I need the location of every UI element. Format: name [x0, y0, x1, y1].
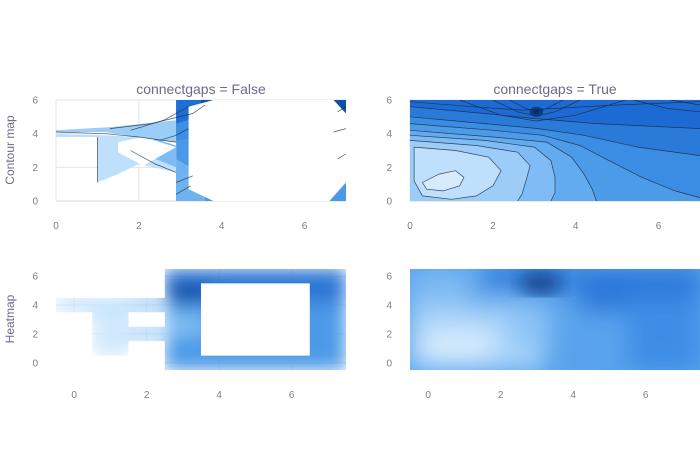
heatmap-cell [628, 298, 700, 370]
gap-region [56, 312, 92, 370]
x-tick-label: 0 [425, 390, 431, 401]
heatmap-cell [415, 329, 499, 361]
y-tick-label: 6 [386, 272, 392, 283]
heatmap-cell [506, 310, 554, 346]
heatmap-plot-connectgaps-false: 0 2 4 6 0 2 4 6 [32, 269, 346, 401]
x-tick-label: 2 [136, 221, 142, 232]
y-tick-label: 6 [32, 272, 38, 283]
heatmap-cell [129, 327, 165, 341]
x-tick-label: 2 [144, 390, 150, 401]
subplot-title-contour-true: connectgaps = True [493, 81, 617, 97]
gap-region [201, 283, 310, 355]
contour-fill [410, 100, 700, 201]
y-tick-label: 0 [386, 358, 392, 369]
x-tick-label: 2 [498, 390, 504, 401]
heatmap-plot-connectgaps-true: 0 2 4 6 0 2 4 6 [386, 269, 700, 401]
x-tick-label: 6 [302, 221, 308, 232]
x-tick-label: 6 [643, 390, 649, 401]
heatmap-fill [56, 269, 346, 370]
y-tick-label: 6 [386, 96, 392, 107]
heatmap-fill [410, 269, 700, 370]
y-tick-label: 4 [32, 129, 38, 140]
gap-region [92, 356, 128, 370]
heatmap-cell [165, 314, 205, 337]
heatmap-blobs [519, 273, 563, 293]
x-tick-label: 4 [219, 221, 225, 232]
gap-region [129, 312, 165, 326]
x-tick-label: 2 [490, 221, 496, 232]
x-tick-label: 4 [570, 390, 576, 401]
contour-fill [56, 100, 346, 201]
row-label-heatmap: Heatmap [3, 294, 17, 343]
y-tick-label: 4 [32, 301, 38, 312]
x-tick-label: 0 [407, 221, 413, 232]
y-tick-label: 2 [32, 163, 38, 174]
x-tick-label: 4 [573, 221, 579, 232]
gap-region [189, 100, 346, 201]
gap-region [129, 341, 165, 370]
gap-region [56, 269, 165, 298]
x-tick-label: 6 [656, 221, 662, 232]
x-tick-label: 6 [289, 390, 295, 401]
heatmap-cell [92, 312, 128, 355]
y-tick-label: 0 [32, 197, 38, 208]
y-tick-label: 0 [32, 358, 38, 369]
y-tick-label: 4 [386, 301, 392, 312]
y-tick-label: 2 [386, 329, 392, 340]
contour-plot-connectgaps-true: 0 2 4 6 0 2 4 6 [386, 96, 700, 233]
row-label-contour: Contour map [3, 115, 17, 185]
heatmap-cell [129, 298, 165, 312]
heatmap-cell [410, 269, 472, 305]
subplot-title-contour-false: connectgaps = False [136, 81, 266, 97]
y-tick-label: 6 [32, 96, 38, 107]
y-tick-label: 2 [32, 329, 38, 340]
x-tick-label: 4 [216, 390, 222, 401]
heatmap-cell [519, 273, 563, 293]
y-tick-label: 2 [386, 163, 392, 174]
y-tick-label: 4 [386, 129, 392, 140]
x-tick-label: 0 [53, 221, 59, 232]
y-tick-label: 0 [386, 197, 392, 208]
x-tick-label: 0 [71, 390, 77, 401]
contour-plot-connectgaps-false: 0 2 4 6 0 2 4 6 [32, 96, 346, 233]
